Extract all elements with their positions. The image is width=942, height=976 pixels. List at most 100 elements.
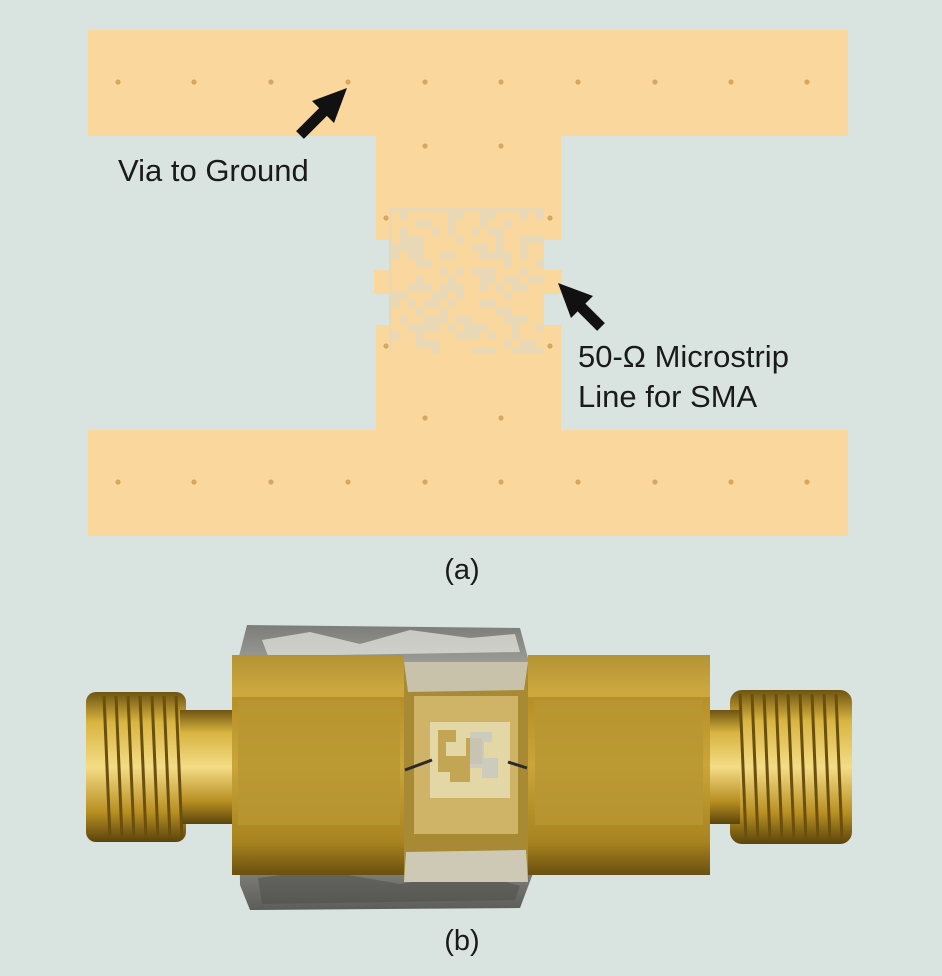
filter-pixel: [536, 244, 544, 252]
filter-pixel: [480, 260, 488, 268]
filter-pixel: [472, 236, 480, 244]
filter-pixel: [464, 340, 472, 348]
filter-pixel: [432, 284, 440, 292]
filter-pixel: [488, 292, 496, 300]
filter-pixel: [448, 332, 456, 340]
filter-pixel: [464, 228, 472, 236]
filter-pixel: [448, 348, 456, 356]
filter-pixel: [472, 300, 480, 308]
filter-pixel: [440, 236, 448, 244]
filter-pixel: [480, 332, 488, 340]
via-dot: [547, 343, 553, 349]
filter-pixel: [448, 316, 456, 324]
filter-pixel: [416, 348, 424, 356]
filter-pixel: [472, 284, 480, 292]
filter-pixel: [464, 244, 472, 252]
filter-pixel: [488, 244, 496, 252]
via-dot: [652, 479, 658, 485]
filter-pixel: [400, 252, 408, 260]
filter-pixel: [456, 308, 464, 316]
filter-pixel: [408, 316, 416, 324]
filter-pixel: [408, 260, 416, 268]
via-to-ground-label: Via to Ground: [118, 153, 309, 188]
filter-pixel: [440, 340, 448, 348]
filter-pixel: [432, 236, 440, 244]
filter-pixel: [472, 340, 480, 348]
filter-pixel: [512, 212, 520, 220]
filter-pixel: [448, 244, 456, 252]
filter-pixel: [472, 292, 480, 300]
filter-pixel: [528, 308, 536, 316]
filter-pixel: [504, 324, 512, 332]
filter-pixel: [472, 252, 480, 260]
filter-pixel: [432, 276, 440, 284]
filter-pixel: [536, 292, 544, 300]
filter-pixel: [528, 332, 536, 340]
thread-groove: [786, 693, 796, 841]
filter-pixel: [424, 308, 432, 316]
filter-pixel: [496, 316, 504, 324]
filter-pixel: [400, 220, 408, 228]
thread-groove: [762, 693, 772, 841]
filter-pixel: [408, 348, 416, 356]
right-sma-body: [528, 655, 710, 875]
filter-pixel: [408, 228, 416, 236]
filter-pixel: [496, 276, 504, 284]
filter-pixel: [528, 300, 536, 308]
filter-pixel: [416, 316, 424, 324]
filter-pixel: [480, 316, 488, 324]
filter-pixel: [504, 300, 512, 308]
filter-pixel: [392, 236, 400, 244]
filter-pixel: [472, 276, 480, 284]
filter-pixel: [456, 228, 464, 236]
filter-pixel: [504, 348, 512, 356]
filter-pixel: [464, 292, 472, 300]
filter-pixel: [392, 340, 400, 348]
filter-pixel: [424, 348, 432, 356]
filter-pixel: [392, 324, 400, 332]
filter-pixel: [432, 268, 440, 276]
filter-pixel: [488, 236, 496, 244]
filter-pixel: [504, 284, 512, 292]
filter-pixel: [464, 252, 472, 260]
filter-pixel: [424, 292, 432, 300]
filter-pixel: [424, 332, 432, 340]
via-dot: [115, 79, 121, 85]
filter-pixel: [408, 308, 416, 316]
filter-pixel: [520, 276, 528, 284]
filter-pixel: [528, 244, 536, 252]
filter-pixel: [464, 260, 472, 268]
filter-pixel: [520, 220, 528, 228]
filter-pixel: [456, 324, 464, 332]
filter-pixel: [504, 212, 512, 220]
filter-pixel: [464, 300, 472, 308]
filter-pixel: [512, 268, 520, 276]
via-dot: [804, 479, 810, 485]
filter-pixel: [408, 340, 416, 348]
filter-pixel: [488, 260, 496, 268]
filter-pixel: [464, 308, 472, 316]
filter-pixel: [512, 292, 520, 300]
filter-pixel: [496, 268, 504, 276]
via-arrow: [296, 88, 347, 139]
filter-pixel: [432, 220, 440, 228]
filter-pixel: [440, 260, 448, 268]
right-thread-grooves: [738, 693, 844, 841]
filter-pixel: [392, 284, 400, 292]
filter-pixel: [520, 308, 528, 316]
thread-groove: [774, 693, 784, 841]
filter-pixel: [480, 228, 488, 236]
filter-pixel: [520, 228, 528, 236]
via-dot: [575, 479, 581, 485]
filter-pixel: [520, 324, 528, 332]
filter-pixel: [400, 284, 408, 292]
filter-pixel: [528, 212, 536, 220]
filter-pixel: [520, 300, 528, 308]
filter-pixel: [424, 252, 432, 260]
filter-pixel: [392, 220, 400, 228]
filter-pixel: [504, 268, 512, 276]
filter-pixel: [392, 228, 400, 236]
filter-pixel: [432, 244, 440, 252]
filter-pixel: [408, 212, 416, 220]
filter-pixel: [536, 308, 544, 316]
